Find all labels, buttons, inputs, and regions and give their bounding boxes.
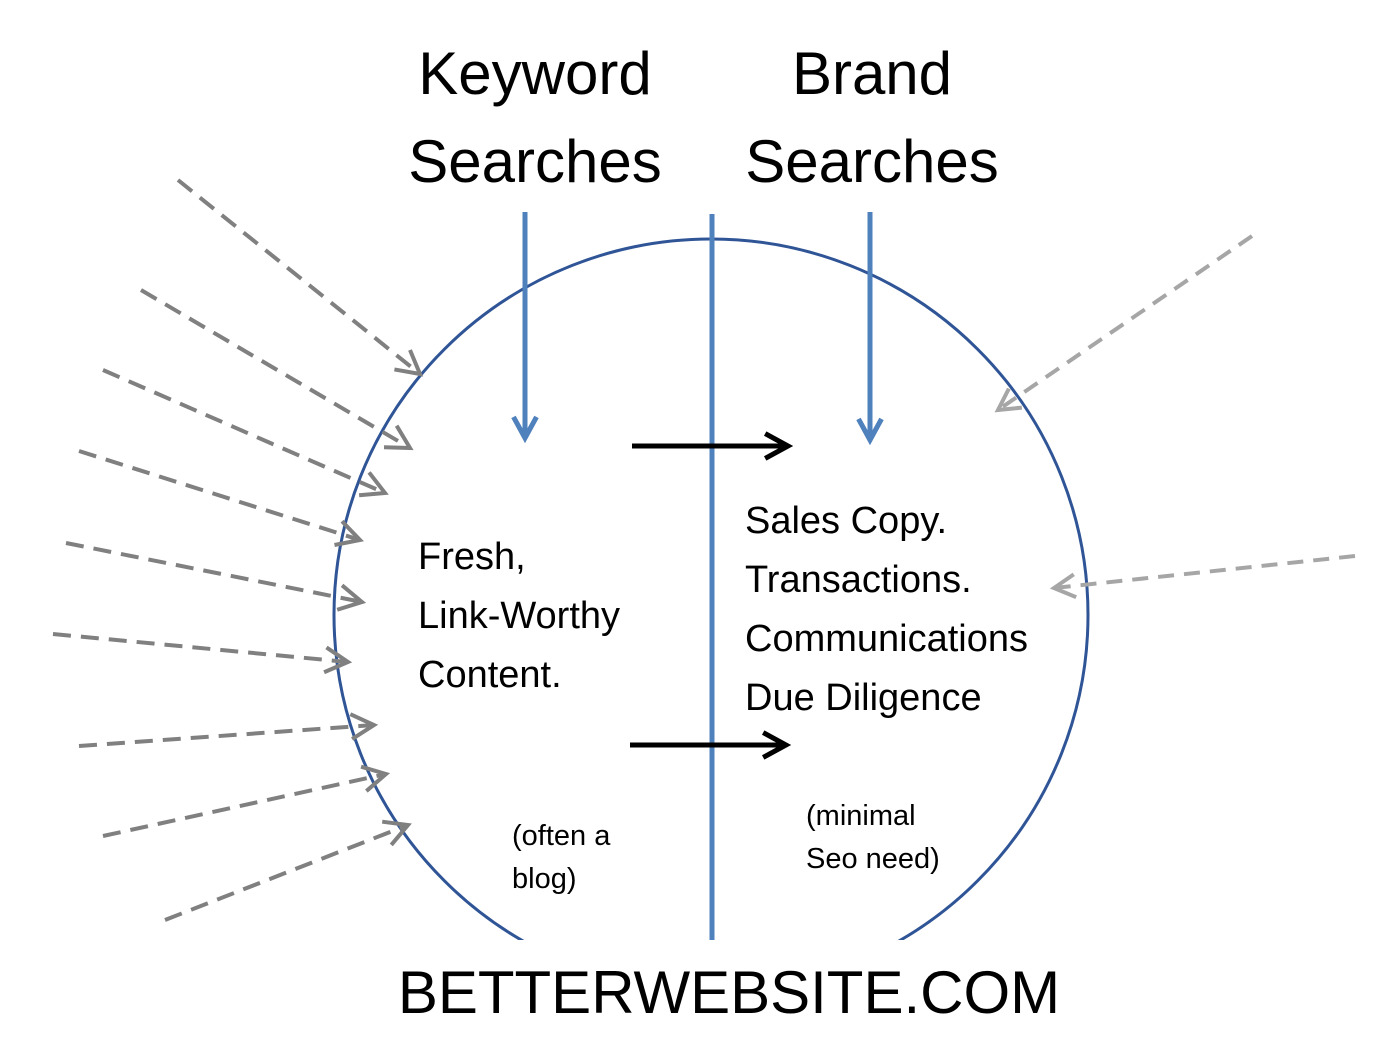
incoming-link-arrow-9-icon: [164, 819, 412, 922]
brand-search-arrow-icon: [856, 212, 884, 446]
often-a-blog-note-line2: blog): [512, 863, 577, 895]
incoming-link-arrow-1-icon: [176, 178, 424, 377]
flow-arrow-bottom-icon: [630, 730, 792, 760]
incoming-link-arrow-7-icon-shaft: [78, 723, 375, 748]
incoming-right-arrow-1-icon: [994, 234, 1254, 413]
incoming-link-arrow-3-icon-shaft: [102, 368, 386, 495]
incoming-link-arrow-8-icon-shaft: [102, 772, 387, 838]
incoming-link-arrow-1-icon-shaft: [176, 178, 422, 376]
keyword-search-arrow-icon: [511, 212, 539, 444]
sales-copy-text: Sales Copy. Transactions. Communications…: [745, 492, 1028, 728]
incoming-link-arrow-5-icon-head: [336, 583, 367, 612]
footer-site-name: BETTERWEBSITE.COM: [397, 959, 1061, 1026]
flow-arrow-top-icon-head: [763, 431, 794, 461]
brand-searches-heading: Brand Searches: [722, 30, 1022, 206]
brand-searches-heading-line1: Brand: [791, 40, 953, 107]
sales-copy-line3: Communications: [745, 618, 1028, 660]
incoming-link-arrow-4-icon-head: [334, 519, 364, 547]
incoming-link-arrow-6-icon-shaft: [52, 632, 349, 664]
sales-copy-line2: Transactions.: [745, 559, 972, 601]
incoming-right-arrow-2-icon: [1049, 554, 1356, 600]
incoming-link-arrow-7-icon-head: [349, 712, 379, 741]
incoming-link-arrow-9-icon-shaft: [164, 823, 409, 922]
incoming-link-arrow-2-icon: [139, 288, 414, 451]
sales-copy-line1: Sales Copy.: [745, 500, 948, 542]
incoming-link-arrow-9-icon-head: [381, 819, 412, 847]
flow-arrow-top-icon: [632, 431, 794, 461]
incoming-link-arrow-3-icon: [102, 368, 389, 498]
incoming-link-arrow-6-icon: [52, 632, 353, 675]
incoming-link-arrow-8-icon-head: [360, 764, 391, 793]
keyword-search-arrow-icon-head: [511, 415, 539, 444]
incoming-link-arrow-5-icon: [65, 541, 367, 612]
incoming-link-arrow-3-icon-head: [358, 471, 389, 498]
sales-copy-line4: Due Diligence: [745, 677, 982, 719]
incoming-link-arrow-2-icon-shaft: [139, 288, 412, 450]
incoming-right-arrow-2-icon-shaft: [1053, 554, 1356, 590]
keyword-searches-heading-line1: Keyword: [418, 40, 652, 107]
keyword-searches-heading: Keyword Searches: [385, 30, 685, 206]
brand-search-arrow-icon-head: [856, 417, 884, 446]
minimal-seo-need-note-line1: (minimal: [806, 800, 916, 832]
often-a-blog-note-line1: (often a: [512, 820, 611, 852]
flow-arrow-bottom-icon-head: [761, 730, 792, 760]
link-worthy-content-line2: Link-Worthy: [418, 595, 621, 637]
incoming-link-arrow-5-icon-shaft: [65, 541, 363, 604]
incoming-link-arrow-2-icon-head: [383, 424, 414, 451]
incoming-link-arrow-1-icon-head: [394, 349, 424, 377]
link-worthy-content-text: Fresh, Link-Worthy Content.: [418, 528, 620, 705]
incoming-link-arrow-8-icon: [102, 764, 391, 838]
minimal-seo-need-note-line2: Seo need): [806, 843, 940, 875]
incoming-right-arrow-1-icon-shaft: [996, 234, 1254, 412]
link-worthy-content-line3: Content.: [418, 654, 562, 696]
incoming-right-arrow-2-icon-head: [1049, 572, 1077, 600]
keyword-searches-heading-line2: Searches: [408, 128, 662, 195]
incoming-link-arrow-4-icon: [78, 449, 364, 547]
incoming-link-arrow-7-icon: [78, 712, 379, 748]
incoming-link-arrow-6-icon-head: [323, 645, 353, 675]
link-worthy-content-line1: Fresh,: [418, 536, 526, 578]
often-a-blog-note: (often a blog): [512, 815, 610, 901]
minimal-seo-need-note: (minimal Seo need): [806, 795, 940, 881]
brand-searches-heading-line2: Searches: [745, 128, 999, 195]
incoming-link-arrow-4-icon-shaft: [78, 449, 361, 542]
incoming-right-arrow-1-icon-head: [994, 387, 1023, 413]
